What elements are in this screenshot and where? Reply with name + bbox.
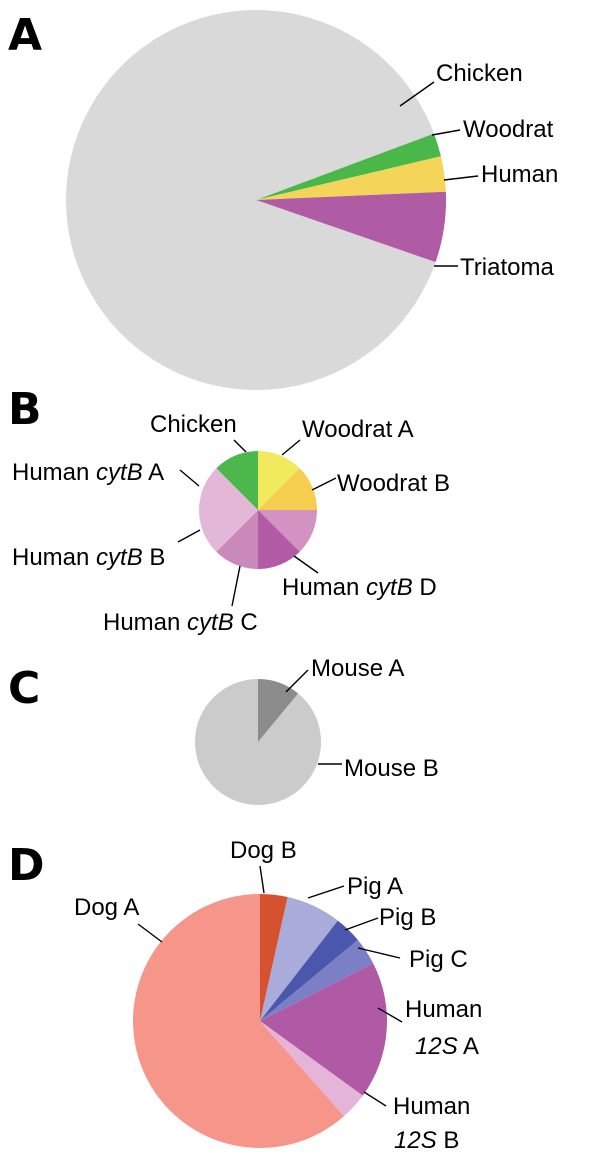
leader-line-mouse-a xyxy=(285,669,309,693)
slice-human xyxy=(256,191,447,263)
label-human-cytb-a: Human cytB A xyxy=(12,459,164,486)
pie-chart-b: Chicken Woodrat A Woodrat B Human cytB D Hum… xyxy=(12,411,450,636)
leader-line-human-cytb-d xyxy=(293,555,319,574)
leader-line-human-cytb-a xyxy=(179,469,200,487)
slice-chicken xyxy=(256,133,441,200)
label-triatoma: Triatoma xyxy=(460,254,554,281)
slice-human-cytb-a xyxy=(198,468,258,552)
pie-chart-d: Dog B Pig A Pig B Pig C Human 12S A Human 12S B… xyxy=(74,837,482,1154)
label-chicken: Chicken xyxy=(436,60,523,87)
panel-letter-a: A xyxy=(8,10,42,61)
slice-woodrat xyxy=(256,156,446,200)
slice-woodrat-a xyxy=(258,451,300,510)
slice-triatoma xyxy=(66,9,436,390)
leader-line-pig-b xyxy=(344,917,379,931)
label-chicken: Chicken xyxy=(150,411,237,438)
slice-human-cytb-c xyxy=(258,510,300,569)
panel-letter-b: B xyxy=(8,384,42,435)
slice-pig-b xyxy=(260,920,358,1021)
slice-pig-a xyxy=(260,897,338,1021)
label-human-12s-b: Human xyxy=(393,1093,470,1120)
label-mouse-a: Mouse A xyxy=(311,655,404,682)
label-pig-c: Pig C xyxy=(409,946,468,973)
leader-line-human-cytb-c xyxy=(231,565,241,607)
slice-woodrat-b xyxy=(258,468,317,510)
label-dog-b: Dog B xyxy=(230,837,297,864)
label-dog-a: Dog A xyxy=(74,894,139,921)
label-pig-a: Pig A xyxy=(347,873,403,900)
slice-pig-c xyxy=(260,940,374,1021)
leader-line-human-12s-a xyxy=(377,1007,403,1023)
slice-mouse-b xyxy=(194,679,321,805)
slice-human-12s-b xyxy=(260,1021,363,1117)
slice-human-12s-a xyxy=(260,963,388,1096)
slice-dog-b xyxy=(260,894,288,1021)
label-woodrat: Woodrat xyxy=(463,116,554,143)
leader-line-pig-c xyxy=(357,947,401,959)
label-human-12s-a-line2: 12S A xyxy=(415,1033,479,1060)
leader-line-woodrat-a xyxy=(281,439,301,456)
leader-line-chicken xyxy=(399,81,435,107)
label-pig-b: Pig B xyxy=(379,904,436,931)
label-human-cytb-d: Human cytB D xyxy=(282,574,437,601)
label-human-cytb-b: Human cytB B xyxy=(12,544,165,571)
label-human-12s-a: Human xyxy=(405,996,482,1023)
leader-line-dog-a xyxy=(137,923,163,943)
leader-line-chicken xyxy=(233,439,247,453)
slice-human-cytb-b xyxy=(216,510,258,569)
label-human: Human xyxy=(481,161,558,188)
label-human-12s-b-line2: 12S B xyxy=(394,1127,459,1154)
leader-line-human-cytb-b xyxy=(177,529,201,543)
label-mouse-b: Mouse B xyxy=(344,755,439,782)
leader-line-human xyxy=(443,175,479,181)
label-human-cytb-c: Human cytB C xyxy=(103,609,258,636)
label-woodrat-b: Woodrat B xyxy=(337,470,450,497)
leader-line-woodrat xyxy=(431,129,461,136)
slice-chicken xyxy=(216,451,258,510)
pie-chart-c: Mouse A Mouse B xyxy=(194,655,439,805)
leader-line-pig-a xyxy=(307,885,345,899)
slice-dog-a xyxy=(132,894,344,1148)
slice-human-cytb-d xyxy=(258,510,317,552)
slice-mouse-a xyxy=(258,679,299,742)
panel-letter-d: D xyxy=(8,840,45,891)
panel-letter-c: C xyxy=(8,663,40,714)
label-woodrat-a: Woodrat A xyxy=(302,416,414,443)
leader-line-woodrat-b xyxy=(311,477,337,491)
leader-line-dog-b xyxy=(259,865,265,894)
leader-line-human-12s-b xyxy=(363,1091,387,1107)
